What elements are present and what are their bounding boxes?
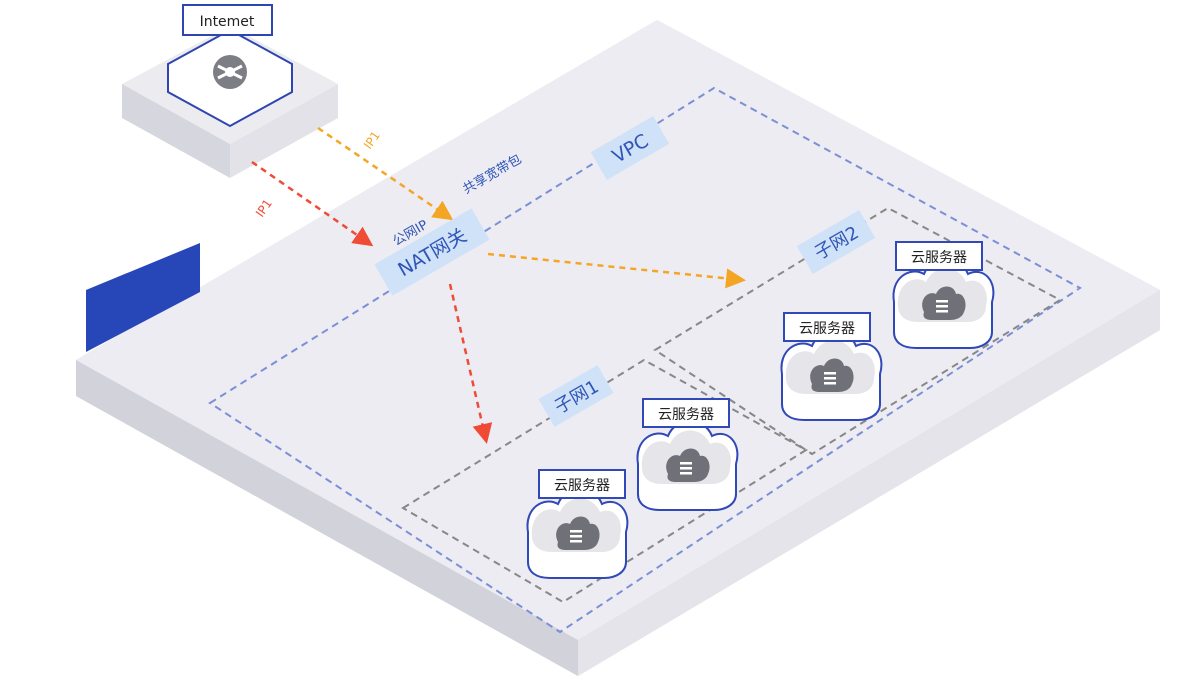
server-icon: [892, 258, 995, 349]
nat-to-subnet2-link: [487, 252, 746, 289]
server-label-box: [538, 469, 626, 499]
server-icon: [780, 330, 883, 421]
ip1-orange-label: IP1: [361, 129, 383, 152]
nat-to-subnet1-link: [448, 283, 493, 444]
ip1-red-link: [251, 160, 374, 247]
globe-icon: [213, 55, 247, 89]
server-label-box: [783, 312, 871, 342]
server-label-box: [642, 398, 730, 428]
subnet1-boundary: [401, 358, 808, 604]
server-label-box: [895, 241, 983, 271]
internet-label: Intemet: [200, 14, 255, 30]
ip1-red-label: IP1: [253, 197, 275, 220]
internet-label-box: [182, 4, 273, 36]
subnet2-server-a-label: 云服务器: [911, 250, 967, 266]
subnet2-server-b-label: 云服务器: [799, 321, 855, 337]
ip1-orange-link: [317, 126, 454, 221]
server-icon: [636, 420, 739, 511]
subnet1-server-b-label: 云服务器: [554, 478, 610, 494]
vpc-boundary: [208, 86, 1082, 634]
brand-banner: [86, 243, 200, 352]
server-icon: [526, 488, 629, 579]
subnet1-server-a-label: 云服务器: [658, 407, 714, 423]
internet-node: [122, 26, 338, 178]
